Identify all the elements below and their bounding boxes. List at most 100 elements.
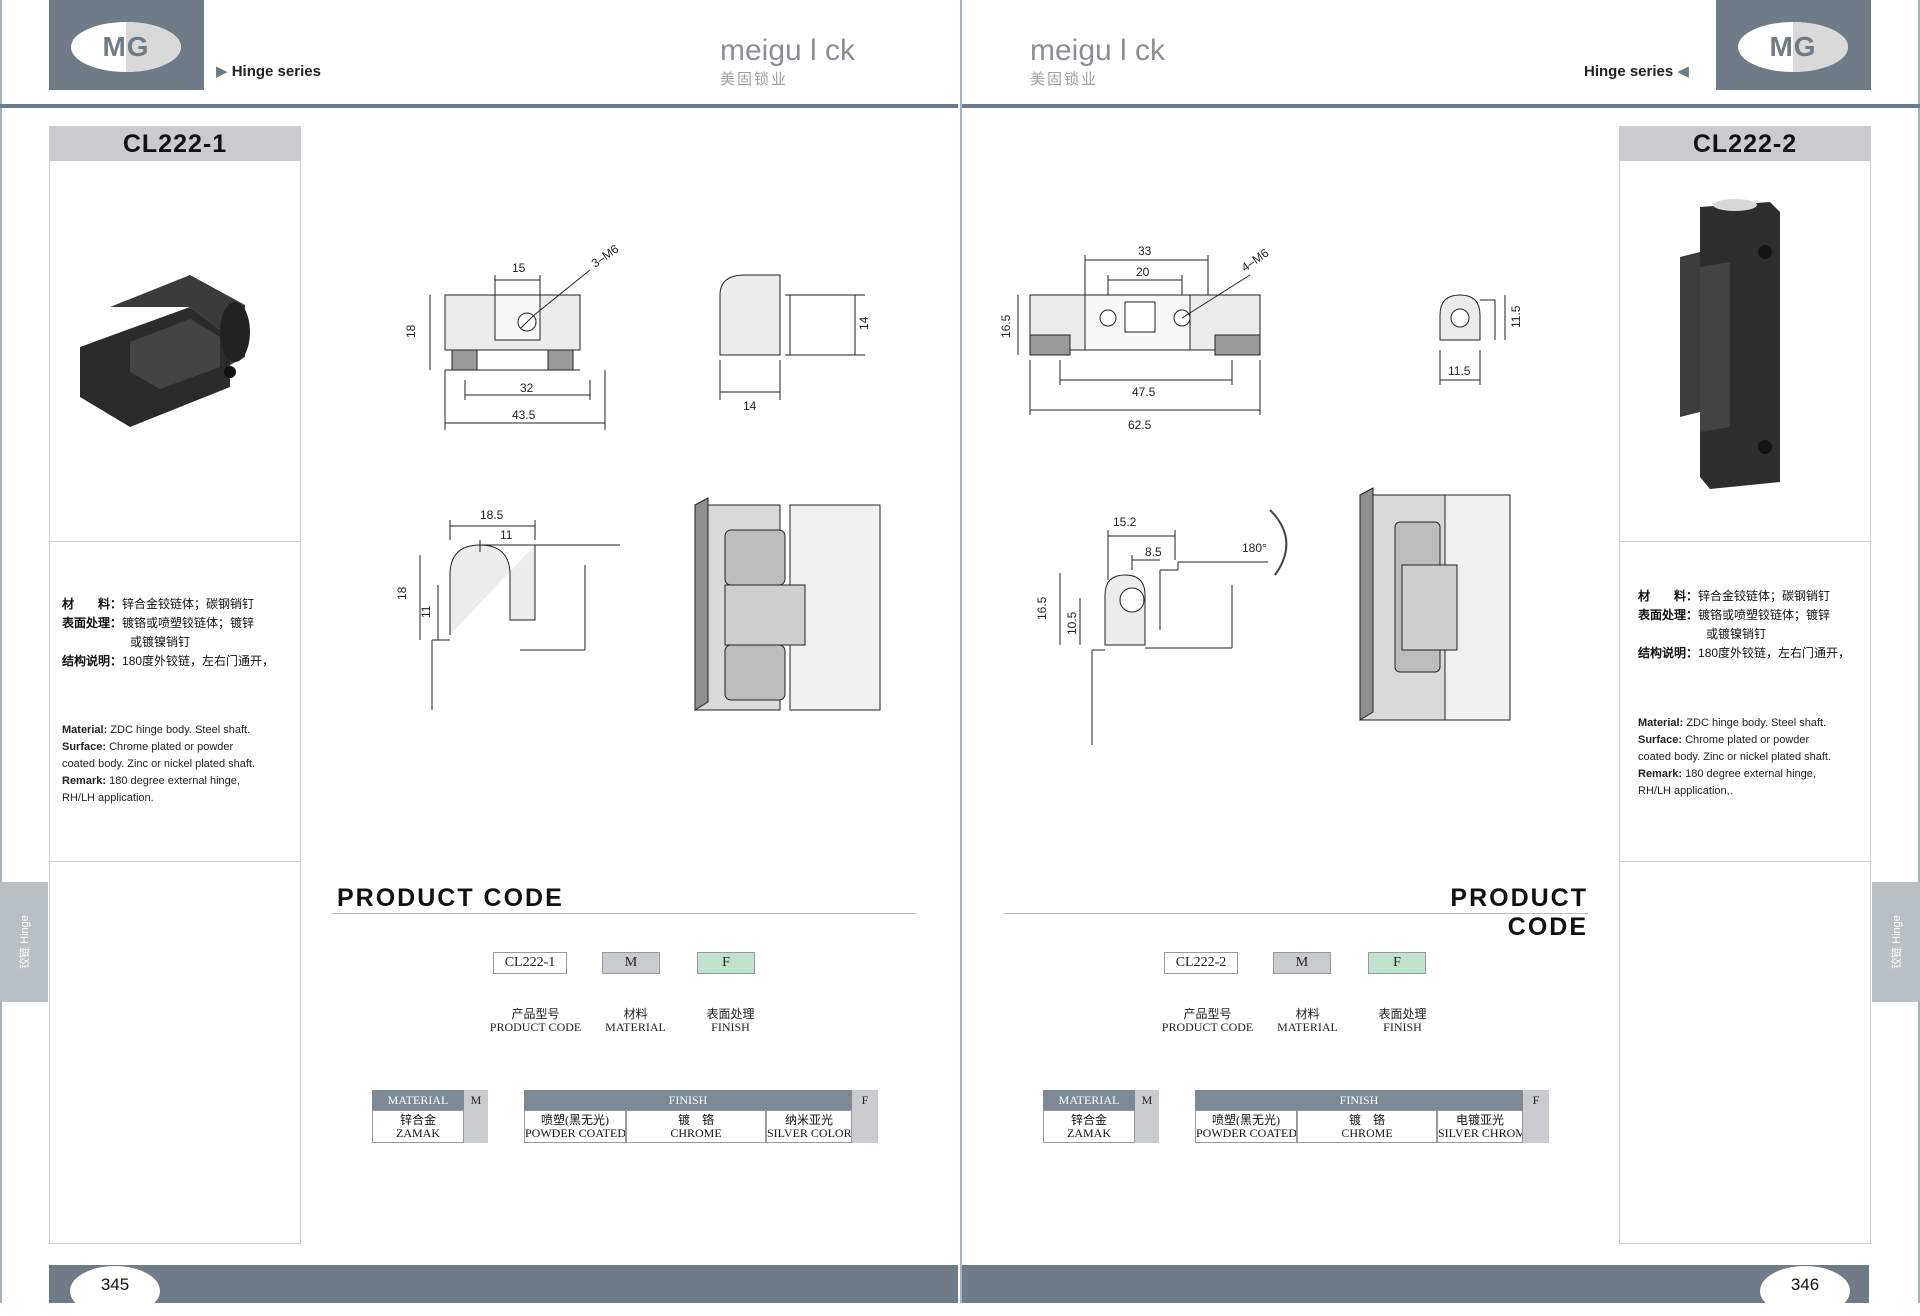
- footer-bar-left: [49, 1265, 958, 1303]
- finish-table-code: F: [852, 1090, 878, 1110]
- side-tab-right: 铰链 Hinge: [1872, 882, 1920, 1002]
- dim-label: 18: [395, 586, 409, 600]
- finish-table-header: FINISH: [524, 1090, 852, 1110]
- mg-logo-right: MG: [1716, 0, 1871, 90]
- finish-table-code: F: [1523, 1090, 1549, 1110]
- dim-label: 10.5: [1065, 611, 1079, 635]
- code-box-material: M: [602, 952, 660, 974]
- triangle-left-icon: ◀: [1677, 63, 1689, 80]
- dim-label: 15.2: [1113, 515, 1137, 529]
- product-photo: [70, 227, 280, 472]
- spec-en-row: Surface: Chrome plated or powder: [1638, 734, 1810, 746]
- dim-label: 47.5: [1132, 385, 1156, 399]
- dim-label: 14: [743, 399, 757, 413]
- spec-cn-row: 或镀镍销钉: [1706, 627, 1767, 641]
- page-edge-right: [1918, 0, 1920, 1303]
- brand-name: meigu l ck: [1030, 34, 1166, 67]
- spec-en-row: Surface: Chrome plated or powder: [62, 741, 234, 753]
- dim-label: 8.5: [1145, 545, 1162, 559]
- footer-bar-right: [962, 1265, 1869, 1303]
- left-info-panel: CL222-1 材 料：锌合金铰链体；碳钢销钉 表面处理：镀铬或喷塑铰链体；镀锌…: [49, 126, 301, 1244]
- table-cell: 喷塑(黑无光)POWDER COATED: [1195, 1110, 1297, 1143]
- dim-label: 15: [512, 261, 526, 275]
- material-table-header: MATERIAL: [372, 1090, 464, 1110]
- spread-divider: [960, 0, 962, 1303]
- series-text: Hinge series: [1584, 63, 1674, 80]
- spec-en-row: Remark: 180 degree external hinge,: [62, 775, 240, 787]
- spec-en-row: coated body. Zinc or nickel plated shaft…: [62, 758, 256, 770]
- dim-label: 43.5: [512, 408, 536, 422]
- dim-label: 62.5: [1128, 418, 1152, 432]
- triangle-right-icon: ▶: [216, 63, 228, 80]
- finish-table-header: FINISH: [1195, 1090, 1523, 1110]
- dim-label: 11: [419, 605, 433, 618]
- code-box-material: M: [1273, 952, 1331, 974]
- code-box-finish: F: [697, 952, 755, 974]
- spec-cn-row: 表面处理：镀铬或喷塑铰链体；镀锌: [1638, 608, 1831, 622]
- dim-label: 14: [857, 316, 871, 330]
- side-tab-left: 铰链 Hinge: [0, 882, 48, 1002]
- angle-label: 180°: [1242, 541, 1267, 555]
- brand-name-cn: 美固锁业: [720, 71, 789, 88]
- dim-label: 3–M6: [589, 242, 622, 271]
- material-table-code: M: [464, 1090, 488, 1110]
- dim-label: 18: [404, 324, 418, 338]
- mg-logo-text: MG: [1769, 31, 1817, 62]
- dim-label: 11: [500, 528, 513, 542]
- mg-logo-oval: MG: [1738, 22, 1848, 72]
- spec-cn-right: 材 料：锌合金铰链体；碳钢销钉 表面处理：镀铬或喷塑铰链体；镀锌 或镀镍销钉 结…: [1638, 587, 1868, 663]
- brand-name-cn: 美固锁业: [1030, 71, 1099, 88]
- brand-logo-left: meigu l ck 美固锁业: [720, 34, 900, 100]
- spec-en-right: Material: ZDC hinge body. Steel shaft. S…: [1638, 715, 1868, 800]
- series-text: Hinge series: [231, 63, 321, 80]
- spec-cn-row: 结构说明：180度外铰链，左右门通开，: [62, 654, 275, 668]
- spec-cn-row: 表面处理：镀铬或喷塑铰链体；镀锌: [62, 616, 255, 630]
- spec-cn-row: 或镀镍销钉: [130, 635, 191, 649]
- product-code-rule: [1004, 913, 1588, 914]
- dim-label: 16.5: [1000, 314, 1013, 338]
- spec-cn-row: 材 料：锌合金铰链体；碳钢销钉: [1638, 589, 1831, 603]
- spec-en-row: coated body. Zinc or nickel plated shaft…: [1638, 751, 1832, 763]
- page-number-right: 346: [1760, 1266, 1850, 1316]
- code-box-model: CL222-2: [1164, 952, 1238, 974]
- header-rule-right: [962, 104, 1920, 108]
- spec-cn-row: 结构说明：180度外铰链，左右门通开，: [1638, 646, 1851, 660]
- spec-en-left: Material: ZDC hinge body. Steel shaft. S…: [62, 722, 298, 807]
- dim-label: 11.5: [1448, 364, 1471, 378]
- header-rule-left: [0, 104, 958, 108]
- product-code-title: PRODUCT CODE: [337, 884, 564, 912]
- spec-en-row: RH/LH application.: [62, 792, 154, 804]
- code-box-finish: F: [1368, 952, 1426, 974]
- page-number-left: 345: [70, 1266, 160, 1316]
- mg-logo-oval: MG: [71, 22, 181, 72]
- dim-label: 18.5: [480, 508, 504, 522]
- product-code-rule: [332, 913, 916, 914]
- dim-label: 33: [1138, 244, 1152, 258]
- product-photo: [1670, 197, 1820, 502]
- spec-en-row: Material: ZDC hinge body. Steel shaft.: [1638, 717, 1827, 729]
- spec-en-row: Remark: 180 degree external hinge,: [1638, 768, 1816, 780]
- table-cell: 喷塑(黑无光)POWDER COATED: [524, 1110, 626, 1143]
- technical-drawing-left: 15 3–M6 18 32 43.5 14 14 18.5 11 18 11: [395, 242, 881, 711]
- mg-logo-left: MG: [49, 0, 204, 90]
- code-box-model: CL222-1: [493, 952, 567, 974]
- page-edge-left: [0, 0, 2, 1303]
- dim-label: 32: [520, 381, 534, 395]
- dim-label: 20: [1136, 265, 1150, 279]
- brand-logo-right: meigu l ck 美固锁业: [1030, 34, 1210, 100]
- spec-cn-row: 材 料：锌合金铰链体；碳钢销钉: [62, 597, 255, 611]
- dim-label: 4–M6: [1239, 246, 1272, 275]
- dim-label: 11.5: [1509, 305, 1523, 328]
